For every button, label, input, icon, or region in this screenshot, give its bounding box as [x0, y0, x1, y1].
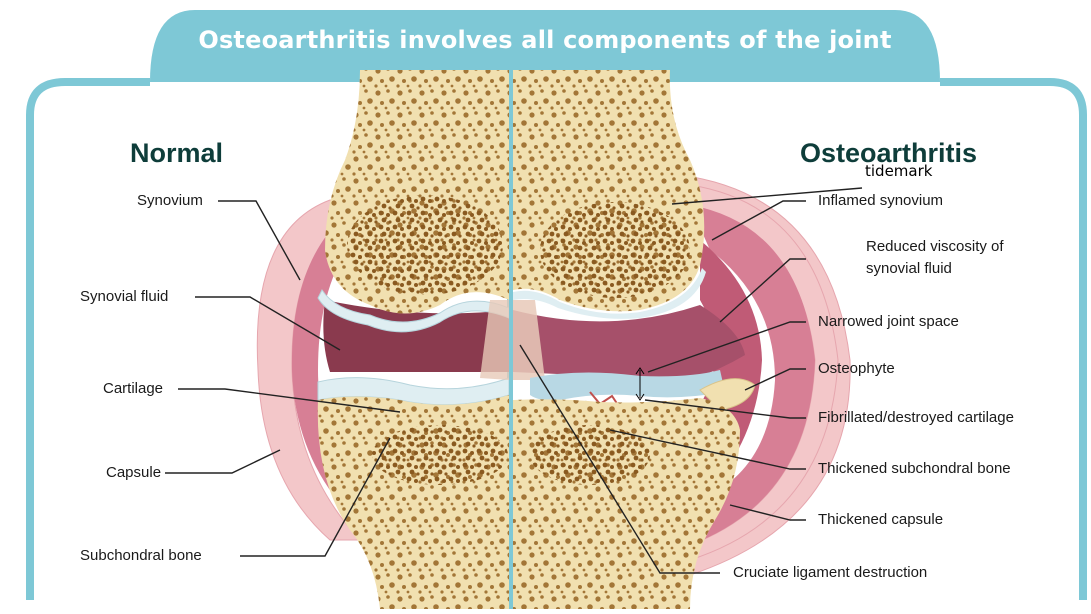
- label-osteophyte: Osteophyte: [818, 360, 895, 378]
- normal-heading: Normal: [130, 138, 223, 169]
- label-synovium: Synovium: [137, 192, 203, 210]
- label-subchondral-bone: Subchondral bone: [80, 547, 202, 565]
- label-thickened-subchondral-bone: Thickened subchondral bone: [818, 460, 1011, 478]
- label-cartilage: Cartilage: [103, 380, 163, 398]
- label-inflamed-synovium: Inflamed synovium: [818, 192, 943, 210]
- label-reduced-viscosity-line2: synovial fluid: [866, 260, 952, 278]
- label-fibrillated-cartilage: Fibrillated/destroyed cartilage: [818, 409, 1014, 427]
- label-cruciate-ligament-destruction: Cruciate ligament destruction: [733, 564, 927, 582]
- label-narrowed-joint-space: Narrowed joint space: [818, 313, 959, 331]
- tidemark-label: tidemark: [865, 162, 932, 180]
- label-thickened-capsule: Thickened capsule: [818, 511, 943, 529]
- label-synovial-fluid: Synovial fluid: [80, 288, 168, 306]
- label-reduced-viscosity-line1: Reduced viscosity of: [866, 238, 1004, 256]
- oa-fibrillated-cartilage: [530, 370, 725, 400]
- page-title: Osteoarthritis involves all components o…: [150, 26, 940, 54]
- label-capsule: Capsule: [106, 464, 161, 482]
